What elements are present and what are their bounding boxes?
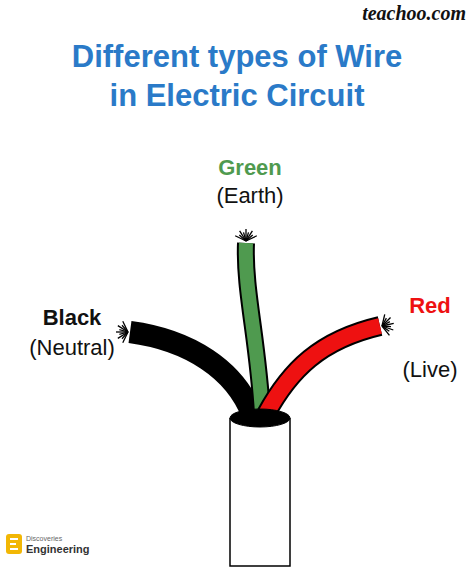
wire-function: (Neutral) [29,335,115,360]
wire-function: (Earth) [216,183,283,208]
cable-sleeve [230,418,290,566]
live-wire-outline [266,326,380,414]
wire-strand [123,321,128,332]
wire-color: Green [218,155,282,180]
logo-mark [6,534,22,554]
cable-opening [230,409,290,427]
wire-color: Black [43,305,102,330]
logo-text: Engineering [26,543,90,556]
wire-strand [382,323,394,326]
watermark: teachoo.com [362,2,466,25]
earth-wire [246,243,262,414]
earth-wire-outline [246,243,262,414]
logo-text: Discoveries [26,535,62,543]
wire-color: Red [409,293,451,318]
diagram-title: Different types of Wire in Electric Circ… [17,38,457,116]
live-wire [266,326,380,414]
wire-strand [118,332,128,338]
neutral-wire [130,332,252,414]
wire-function: (Live) [402,357,457,382]
wire-strands [116,229,394,343]
wire-strand [240,231,246,241]
wire-strand [382,326,389,335]
wire-strand [246,236,257,241]
